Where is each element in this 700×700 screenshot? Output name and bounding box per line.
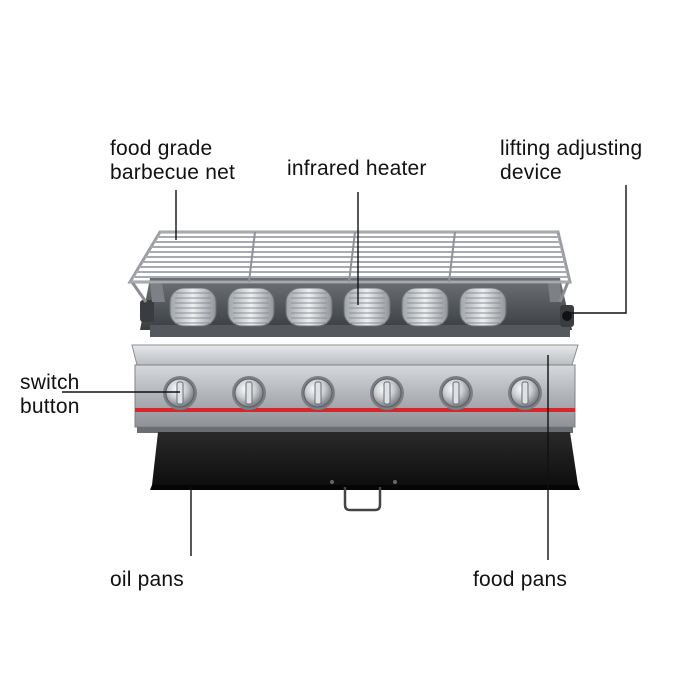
label-food-grade-line2: barbecue net: [110, 161, 235, 184]
label-lifting-line2: device: [500, 161, 562, 184]
burner: [459, 287, 507, 327]
burner: [285, 287, 333, 327]
burner: [169, 287, 217, 327]
label-switch-line1: switch: [20, 371, 80, 394]
burner: [227, 287, 275, 327]
knob: [508, 376, 542, 410]
burner: [343, 287, 391, 327]
label-oil-pans: oil pans: [110, 568, 184, 591]
red-accent-stripe: [135, 408, 575, 412]
label-switch-line2: button: [20, 395, 80, 418]
knob: [370, 376, 404, 410]
barbecue-net: [127, 230, 572, 303]
leader-lines: [62, 185, 627, 560]
lifting-bracket: [140, 283, 574, 327]
label-infrared-heater: infrared heater: [287, 157, 427, 180]
knob: [163, 376, 197, 410]
label-food-grade-line1: food grade: [110, 137, 213, 160]
switch-buttons: [163, 376, 542, 410]
label-lifting-line1: lifting adjusting: [500, 137, 643, 160]
burner: [401, 287, 449, 327]
oil-pan: [150, 432, 580, 512]
knob: [439, 376, 473, 410]
infrared-heaters: [169, 287, 507, 327]
grill-front-body: [131, 344, 579, 433]
knob: [301, 376, 335, 410]
label-food-pans: food pans: [473, 568, 568, 591]
knob: [232, 376, 266, 410]
